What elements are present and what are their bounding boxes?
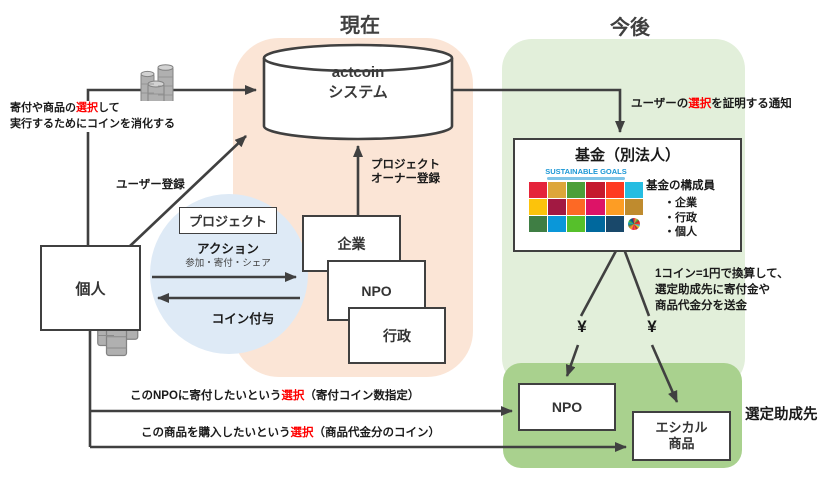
- sdg-tile: [548, 199, 567, 215]
- notify-label: ユーザーの選択を証明する通知: [631, 98, 792, 110]
- sdgs-header-bar: [547, 177, 625, 180]
- line-fund-fork-left: [579, 248, 619, 317]
- database-cylinder: [262, 43, 454, 141]
- government-box: 行政: [348, 307, 446, 364]
- fund-box: 基金（別法人） SUSTAINABLE GOALS 基金の構成員 ・企業 ・行政…: [513, 138, 742, 252]
- coin-grant-label: コイン付与: [211, 312, 275, 326]
- sdg-tile: [567, 199, 586, 215]
- fund-member-item: ・個人: [664, 226, 697, 238]
- fund-member-item: ・企業: [664, 197, 697, 209]
- sdg-tile: [529, 199, 548, 215]
- arrow-individual-to-system: [86, 85, 257, 245]
- ethical-product-box: エシカル商品: [632, 411, 731, 461]
- sdg-tile: [624, 216, 643, 232]
- fund-title: 基金（別法人）: [574, 147, 680, 164]
- arrow-yen-to-npo: [565, 344, 580, 377]
- fund-member-item: ・行政: [664, 211, 697, 224]
- sdg-tile: [586, 182, 605, 198]
- sdg-tile: [529, 216, 548, 232]
- sdg-tile: [624, 182, 643, 198]
- sdg-tile: [567, 216, 586, 232]
- action-sub-label: 参加・寄付・シェア: [185, 258, 271, 269]
- sdg-tile: [586, 199, 605, 215]
- sdgs-image: SUSTAINABLE GOALS: [529, 168, 643, 232]
- sdg-tile: [605, 199, 624, 215]
- sdg-tile: [586, 216, 605, 232]
- consume-note: 寄付や商品の選択して 実行するためにコインを消化する: [8, 101, 177, 132]
- sdg-tile: [529, 182, 548, 198]
- project-tag-box: プロジェクト: [179, 207, 277, 234]
- grantee-label: 選定助成先: [745, 407, 818, 423]
- user-register-label: ユーザー登録: [116, 179, 185, 191]
- individual-box: 個人: [40, 245, 141, 331]
- sdg-tile: [548, 182, 567, 198]
- purchase-choice-label: この商品を購入したいという選択（商品代金分のコイン）: [141, 427, 440, 439]
- arrow-system-to-fund: [452, 88, 625, 133]
- sdg-tile: [605, 182, 624, 198]
- yen-symbol: ¥: [577, 317, 587, 336]
- line-fund-fork-right: [622, 248, 651, 317]
- sdg-tile: [567, 182, 586, 198]
- donate-choice-label: このNPOに寄付したいという選択（寄付コイン数指定）: [130, 390, 420, 402]
- header-current: 現在: [340, 15, 380, 37]
- sdg-tile: [548, 216, 567, 232]
- fund-members: 基金の構成員 ・企業 ・行政 ・個人: [646, 177, 715, 240]
- sdg-tile: [605, 216, 624, 232]
- sdg-tile: [624, 199, 643, 215]
- fund-members-title: 基金の構成員: [646, 180, 715, 192]
- sdgs-header: SUSTAINABLE GOALS: [545, 167, 627, 176]
- grantee-npo-box: NPO: [518, 383, 616, 431]
- header-future: 今後: [610, 17, 650, 39]
- arrow-user-register: [129, 135, 247, 247]
- yen-symbol: ¥: [647, 317, 657, 336]
- sdgs-grid: [529, 182, 643, 232]
- owner-register-label: プロジェクト オーナー登録: [371, 159, 440, 185]
- arrow-yen-to-ethical: [650, 344, 679, 403]
- convert-note: 1コイン=1円で換算して、 選定助成先に寄付金や 商品代金分を送金: [655, 268, 789, 312]
- action-label: アクション: [197, 242, 259, 256]
- system-label: actcoin システム: [328, 64, 388, 101]
